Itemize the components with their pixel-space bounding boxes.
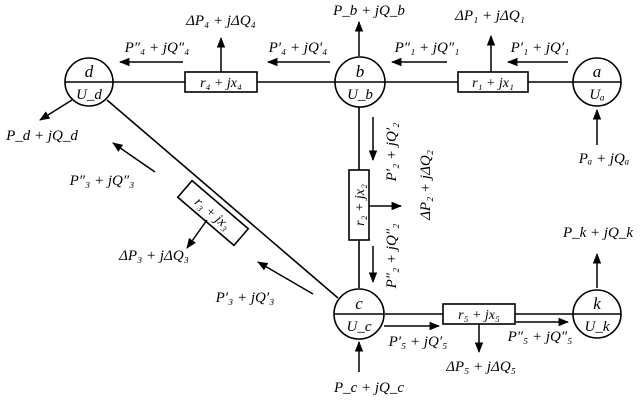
node-c-name: c: [355, 294, 363, 313]
arrow-P3d: [257, 261, 314, 295]
flow-labels: ΔP₄ + jΔQ₄ P″₄ + jQ″₄ P′₄ + jQ′₄ P_b + j…: [5, 3, 633, 396]
node-b-name: b: [356, 62, 365, 81]
node-d-name: d: [85, 62, 94, 81]
flow-arrows: [39, 20, 602, 372]
label-P5d: P′₅ + jQ′₅: [388, 334, 448, 350]
label-P2dd: P″₂ + jQ″₂: [384, 224, 400, 290]
label-P2d: P′₂ + jQ′₂: [384, 123, 400, 183]
arrow-P3dd: [112, 142, 156, 173]
label-Pa: Pₐ + jQₐ: [578, 151, 630, 167]
node-d-voltage: U_d: [76, 87, 102, 103]
node-d: d U_d: [64, 57, 114, 107]
label-dP1: ΔP₁ + jΔQ₁: [454, 8, 525, 24]
node-a-voltage: Uₐ: [589, 87, 604, 103]
label-P4d: P′₄ + jQ′₄: [268, 40, 328, 56]
node-a-name: a: [593, 62, 602, 81]
branch1-box: r₁ + jx₁: [457, 71, 529, 93]
node-a: a Uₐ: [572, 57, 622, 107]
node-k-voltage: U_k: [585, 319, 610, 335]
branch4-box: r₄ + jx₄: [184, 71, 258, 93]
branch2-label: r₂ + jx₂: [353, 184, 368, 226]
node-k-name: k: [593, 294, 601, 313]
label-dP2: ΔP₂ + jΔQ₂: [418, 150, 434, 221]
label-Pk: P_k + jQ_k: [562, 225, 633, 241]
label-P5dd: P″₅ + jQ″₅: [507, 329, 573, 345]
arrow-Pd: [39, 99, 73, 121]
label-P1d: P′₁ + jQ′₁: [510, 40, 570, 56]
arrow-dP3: [186, 219, 208, 249]
branch2-box: r₂ + jx₂: [348, 169, 370, 241]
label-Pb: P_b + jQ_b: [332, 3, 405, 19]
label-P1dd: P″₁ + jQ″₁: [394, 40, 460, 56]
label-Pd: P_d + jQ_d: [5, 128, 78, 144]
node-b: b U_b: [334, 56, 386, 108]
node-b-voltage: U_b: [347, 87, 373, 103]
label-P3d: P′₃ + jQ′₃: [215, 290, 275, 306]
node-c-voltage: U_c: [347, 319, 372, 335]
branch1-label: r₁ + jx₁: [472, 76, 514, 91]
label-dP3: ΔP₃ + jΔQ₃: [118, 248, 189, 264]
line-d-c: [106, 99, 339, 299]
node-c: c U_c: [333, 288, 385, 340]
network-lines: [106, 81, 573, 315]
branch4-label: r₄ + jx₄: [200, 76, 242, 91]
label-P4dd: P″₄ + jQ″₄: [124, 40, 190, 56]
node-k: k U_k: [572, 289, 622, 339]
label-Pc: P_c + jQ_c: [333, 380, 404, 396]
branch5-box: r₅ + jx₅: [442, 303, 516, 325]
branch5-label: r₅ + jx₅: [458, 308, 500, 323]
label-dP4: ΔP₄ + jΔQ₄: [185, 13, 256, 29]
label-dP5: ΔP₅ + jΔQ₅: [445, 359, 516, 375]
label-P3dd: P″₃ + jQ″₃: [69, 173, 135, 189]
